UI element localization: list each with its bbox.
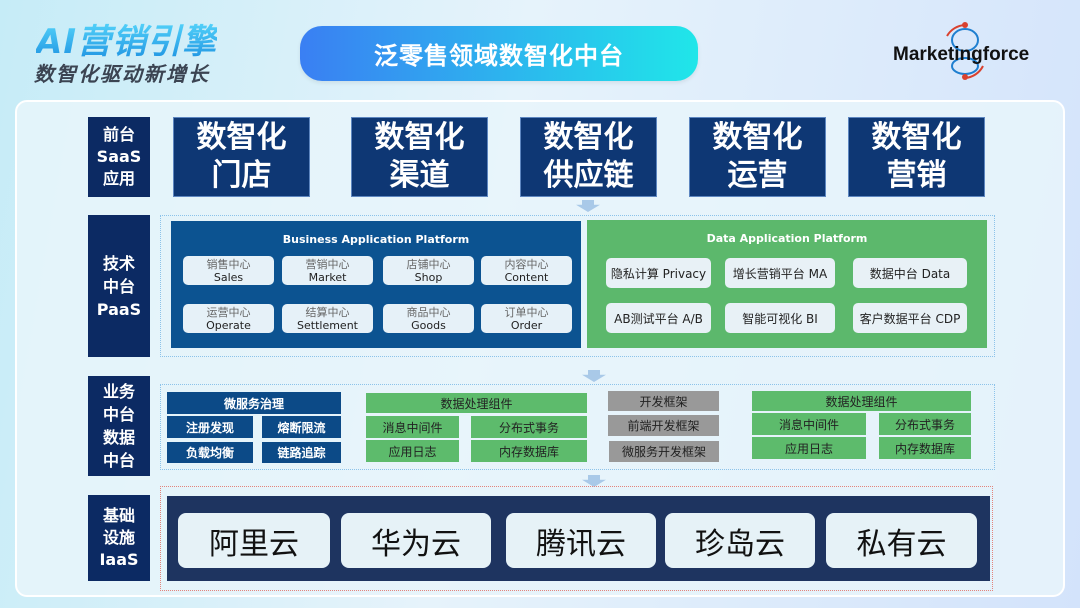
data-item[interactable]: 应用日志 [366,440,459,462]
data-item[interactable]: 消息中间件 [366,416,459,438]
module-en: Goods [411,318,446,332]
brand-title: AI营销引擎 [36,14,217,63]
module-cn: 商品中心 [406,305,451,319]
micro-item[interactable]: 熔断限流 [262,416,341,438]
dap-title: Data Application Platform [706,232,868,245]
module-cn: 订单中心 [504,305,549,319]
front-app-supply-chain[interactable]: 数智化 供应链 [520,117,657,197]
module-en: Order [510,318,543,332]
micro-item[interactable]: 负载均衡 [167,442,253,463]
iaas-container [160,486,993,591]
module-en: Settlement [297,318,358,332]
data-item[interactable]: 应用日志 [752,437,866,459]
front-app-channel[interactable]: 数智化 渠道 [351,117,488,197]
marketingforce-logo: Marketingforce [893,44,1030,65]
cloud-huawei[interactable]: 华为云 [341,513,491,568]
cloud-tencent[interactable]: 腾讯云 [506,513,656,568]
page-title: 泛零售领域数智化中台 [300,26,698,81]
module-en: Operate [206,318,251,332]
cloud-zhendao[interactable]: 珍岛云 [665,513,815,568]
module-en: Sales [213,270,244,284]
dev-framework-item[interactable]: 微服务开发框架 [609,441,719,462]
microservice-governance-header: 微服务治理 [167,392,341,414]
module-cn: 内容中心 [504,257,549,271]
dap-module[interactable]: 智能可视化 BI [725,303,835,333]
paas-container [160,215,995,357]
layer-saas[interactable]: 前台 SaaS 应用 [88,117,150,197]
dev-framework-item[interactable]: 前端开发框架 [608,415,719,436]
data-item[interactable]: 分布式事务 [879,413,971,435]
front-app-operation[interactable]: 数智化 运营 [689,117,826,197]
module-cn: 结算中心 [305,305,350,319]
micro-item[interactable]: 注册发现 [167,416,253,438]
brand-subtitle: 数智化驱动新增长 [34,62,210,86]
layer-business-data[interactable]: 业务 中台 数据 中台 [88,376,150,476]
data-processing-header: 数据处理组件 [752,391,971,411]
layer-paas[interactable]: 技术 中台 PaaS [88,215,150,357]
dap-module[interactable]: 客户数据平台 CDP [853,303,967,333]
module-en: Content [504,270,549,284]
globe-icon [946,22,984,80]
module-cn: 销售中心 [206,257,251,271]
data-processing-header: 数据处理组件 [366,393,587,413]
module-en: Shop [414,270,443,284]
dap-module[interactable]: 隐私计算 Privacy [606,258,711,288]
front-app-marketing[interactable]: 数智化 营销 [848,117,985,197]
cloud-private[interactable]: 私有云 [826,513,977,568]
module-en: Market [308,270,347,284]
cloud-aliyun[interactable]: 阿里云 [178,513,330,568]
business-middle-container [160,384,995,470]
dap-module[interactable]: 增长营销平台 MA [725,258,835,288]
data-item[interactable]: 内存数据库 [471,440,587,462]
bap-title: Business Application Platform [282,233,470,246]
dap-module[interactable]: 数据中台 Data [853,258,967,288]
layer-iaas[interactable]: 基础 设施 IaaS [88,495,150,581]
front-app-store[interactable]: 数智化 门店 [173,117,310,197]
data-item[interactable]: 消息中间件 [752,413,866,435]
module-cn: 店铺中心 [406,257,451,271]
module-cn: 运营中心 [206,305,251,319]
dap-module[interactable]: AB测试平台 A/B [606,303,711,333]
data-item[interactable]: 内存数据库 [879,437,971,459]
data-item[interactable]: 分布式事务 [471,416,587,438]
micro-item[interactable]: 链路追踪 [262,442,341,463]
dev-framework-header: 开发框架 [608,391,719,411]
module-cn: 营销中心 [305,257,350,271]
